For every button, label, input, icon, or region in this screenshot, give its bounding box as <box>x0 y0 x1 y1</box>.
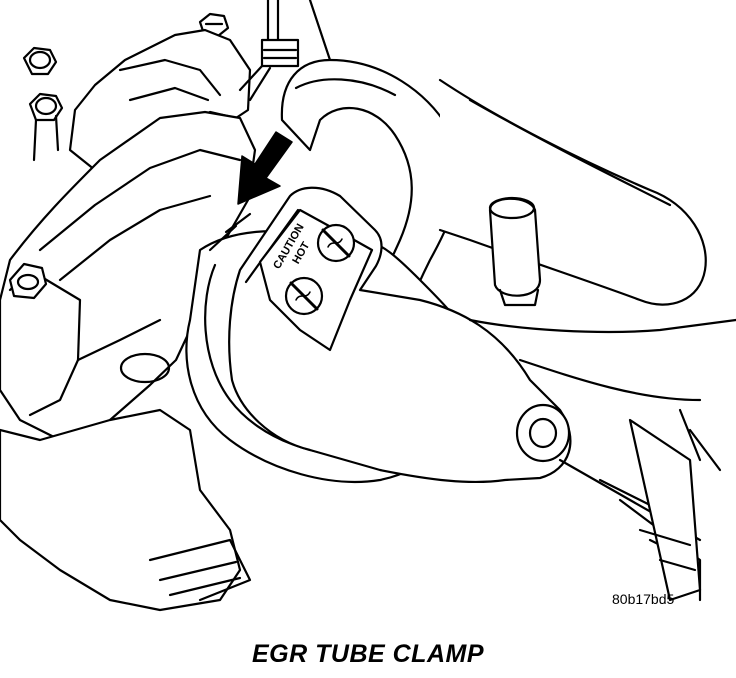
figure-caption: EGR TUBE CLAMP <box>252 640 484 668</box>
figure-id: 80b17bd5 <box>612 591 675 607</box>
throttle-body-casting <box>0 112 255 440</box>
clamp-bolt-ear <box>517 405 569 461</box>
wire-connector <box>240 0 330 100</box>
casting-boss <box>121 354 169 382</box>
hose-fitting-right <box>490 198 540 305</box>
pointer-arrow <box>238 132 292 204</box>
upper-right-hose <box>440 80 706 305</box>
lower-manifold <box>0 410 240 610</box>
caution-icon-left <box>286 278 322 314</box>
bolt-top-left <box>24 48 56 74</box>
engine-block-right <box>470 320 736 600</box>
bolt-casting <box>10 264 46 298</box>
caution-icon-right <box>318 225 354 261</box>
bolt-left <box>30 94 62 160</box>
